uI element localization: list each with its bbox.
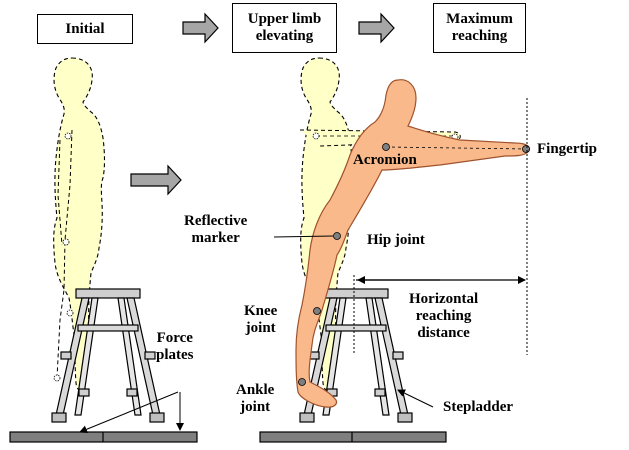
- phase-box-initial: Initial: [37, 14, 133, 44]
- phase-label-initial: Initial: [65, 21, 104, 38]
- phase-arrow-2: [359, 14, 394, 42]
- fingertip-label: Fingertip: [537, 141, 597, 158]
- hip-joint-label: Hip joint: [367, 232, 425, 249]
- phase-box-maximum: Maximum reaching: [433, 3, 526, 53]
- phase-label-elevating: Upper limb elevating: [248, 11, 321, 45]
- ankle-joint-label: Ankle joint: [236, 382, 274, 416]
- knee-joint-label: Knee joint: [244, 303, 277, 337]
- ankle-marker: [299, 379, 306, 386]
- fingertip-marker: [523, 146, 530, 153]
- phase-box-elevating: Upper limb elevating: [232, 3, 337, 53]
- phase-arrow-1: [183, 14, 218, 42]
- stepladder-label: Stepladder: [443, 399, 513, 416]
- knee-marker: [314, 308, 321, 315]
- reflective-marker-label: Reflective marker: [184, 213, 247, 247]
- acromion-label: Acromion: [353, 152, 417, 169]
- hip-marker: [334, 233, 341, 240]
- force-plates-label: Force plates: [156, 330, 194, 364]
- horizontal-reaching-distance-label: Horizontal reaching distance: [409, 291, 478, 342]
- acromion-marker: [383, 144, 390, 151]
- transition-arrow: [131, 166, 181, 194]
- force-plate-right: [260, 432, 446, 442]
- phase-label-maximum: Maximum reaching: [446, 11, 513, 45]
- stepladder-left: [52, 289, 164, 422]
